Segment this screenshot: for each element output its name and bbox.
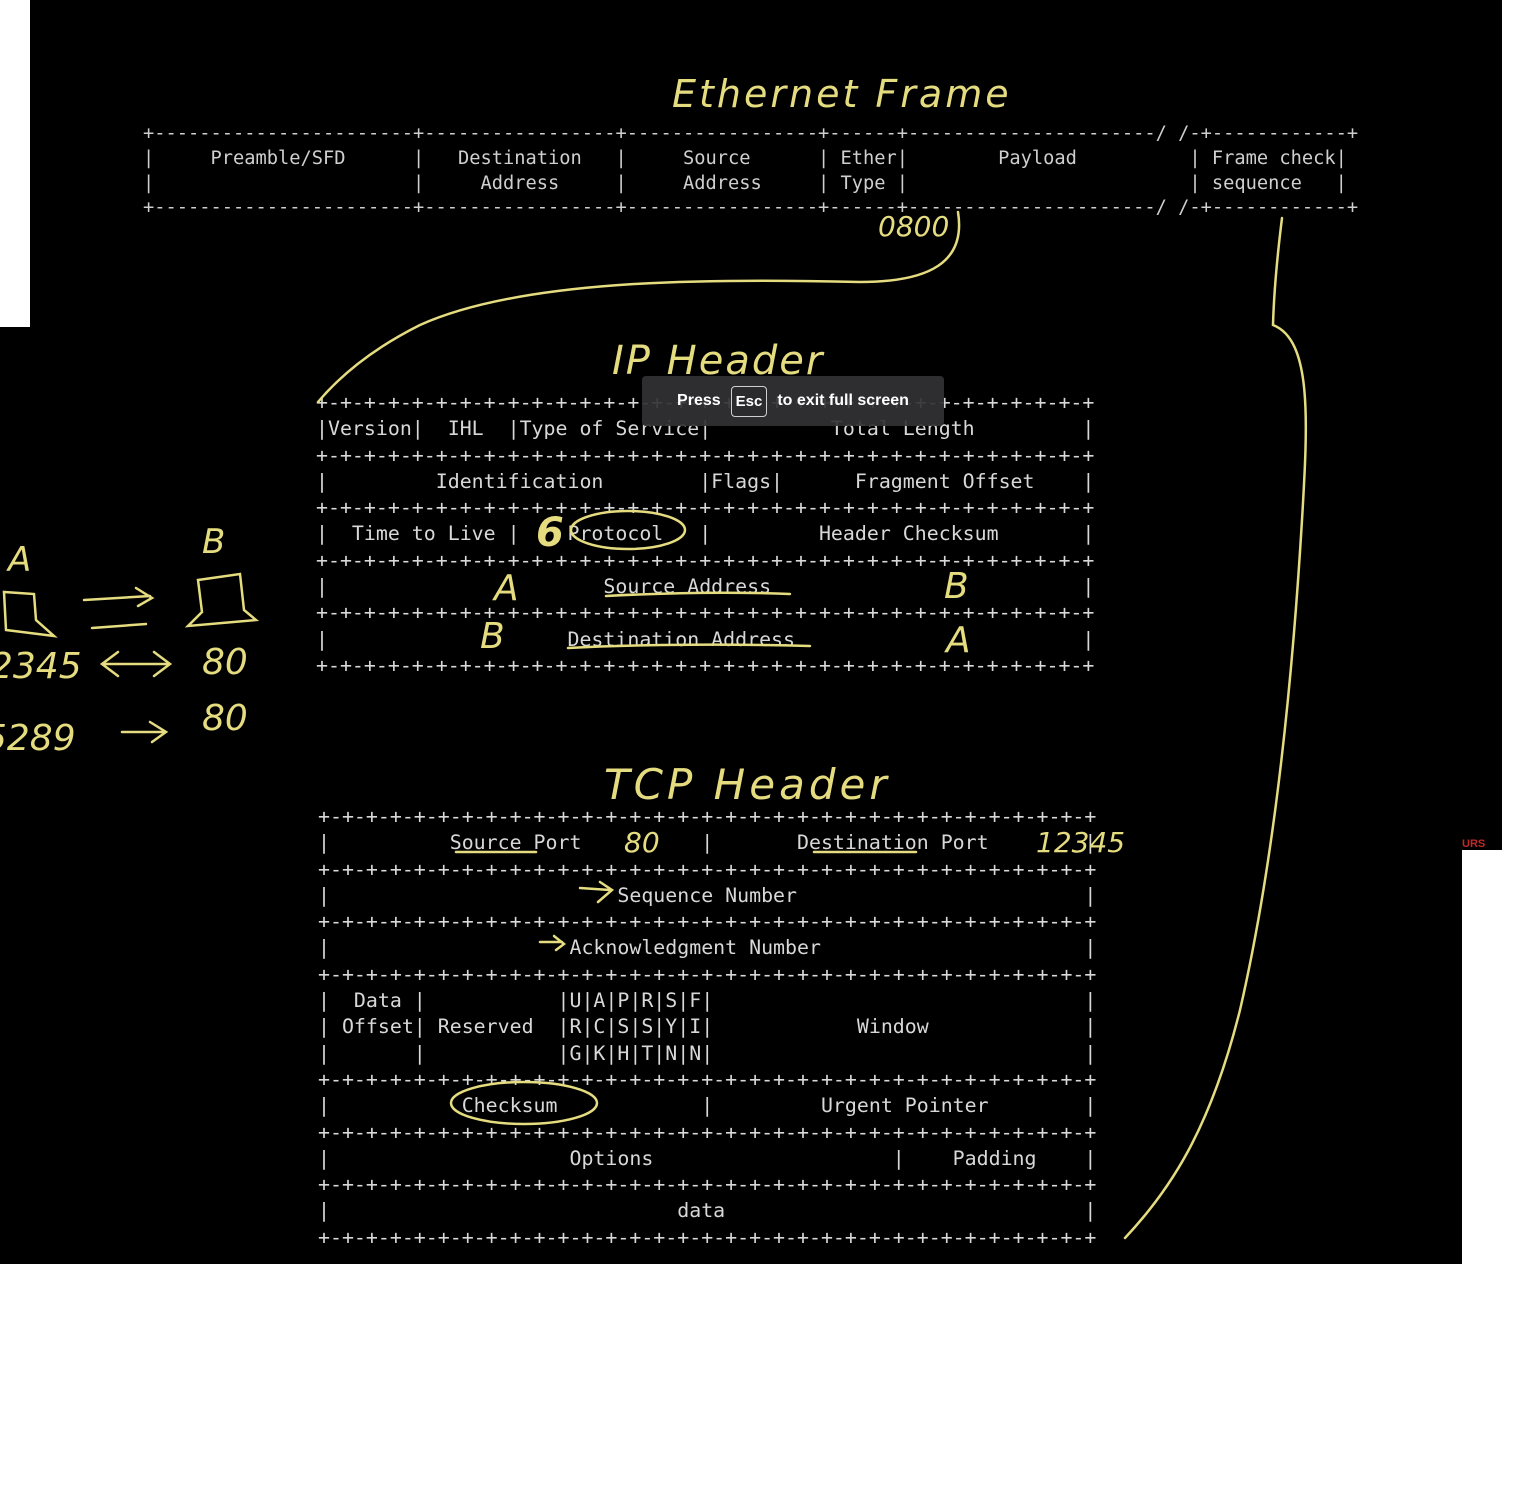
corner-badge: URS xyxy=(1462,838,1486,850)
ethernet-table-row: | Preamble/SFD | Destination | Source | … xyxy=(143,147,1347,169)
protocol-number-annotation: 6 xyxy=(536,510,564,556)
ip-table-row: +-+-+-+-+-+-+-+-+-+-+-+-+-+-+-+-+-+-+-+-… xyxy=(316,443,1095,467)
tcp-table-row: +-+-+-+-+-+-+-+-+-+-+-+-+-+-+-+-+-+-+-+-… xyxy=(318,962,1097,986)
tcp-table-row: +-+-+-+-+-+-+-+-+-+-+-+-+-+-+-+-+-+-+-+-… xyxy=(318,1067,1097,1091)
ip-header-table: +-+-+-+-+-+-+-+-+-+-+-+-+-+-+-+-+-+-+-+-… xyxy=(316,390,1094,679)
toast-suffix-text: to exit full screen xyxy=(777,392,909,409)
ip-table-row: +-+-+-+-+-+-+-+-+-+-+-+-+-+-+-+-+-+-+-+-… xyxy=(316,496,1095,520)
tcp-table-row: +-+-+-+-+-+-+-+-+-+-+-+-+-+-+-+-+-+-+-+-… xyxy=(318,857,1097,881)
tcp-header-table: +-+-+-+-+-+-+-+-+-+-+-+-+-+-+-+-+-+-+-+-… xyxy=(318,804,1096,1251)
ip-source-b-annotation: B xyxy=(944,566,969,607)
tcp-table-row: +-+-+-+-+-+-+-+-+-+-+-+-+-+-+-+-+-+-+-+-… xyxy=(318,910,1097,934)
fullscreen-exit-toast: Press Esc to exit full screen xyxy=(642,376,944,426)
ethernet-frame-title: Ethernet Frame xyxy=(672,72,1012,116)
tcp-table-row: | Sequence Number | xyxy=(318,883,1097,907)
tcp-table-row: | Options | Padding | xyxy=(318,1146,1097,1170)
ip-table-row: | Identification |Flags| Fragment Offset… xyxy=(316,469,1095,493)
tcp-table-row: +-+-+-+-+-+-+-+-+-+-+-+-+-+-+-+-+-+-+-+-… xyxy=(318,1120,1097,1144)
client-port-1: 2345 xyxy=(0,646,82,687)
tcp-table-row: | | |G|K|H|T|N|N| | xyxy=(318,1041,1097,1065)
host-b-label: B xyxy=(202,522,226,562)
ip-destination-b-annotation: B xyxy=(480,616,505,657)
ip-table-row: | Source Address | xyxy=(316,575,1095,599)
ethernet-frame-table: +-----------------------+---------------… xyxy=(143,122,1358,221)
ip-table-row: +-+-+-+-+-+-+-+-+-+-+-+-+-+-+-+-+-+-+-+-… xyxy=(316,548,1095,572)
ip-table-row: +-+-+-+-+-+-+-+-+-+-+-+-+-+-+-+-+-+-+-+-… xyxy=(316,653,1095,677)
ip-table-row: | Destination Address | xyxy=(316,627,1095,651)
server-port-2: 80 xyxy=(202,698,248,739)
tcp-header-title: TCP Header xyxy=(604,760,891,809)
ip-source-a-annotation: A xyxy=(494,568,519,609)
ethertype-annotation: 0800 xyxy=(878,210,950,243)
tcp-table-row: | Data | |U|A|P|R|S|F| | xyxy=(318,989,1097,1013)
ethernet-table-row: +-----------------------+---------------… xyxy=(143,197,1359,219)
esc-key-badge[interactable]: Esc xyxy=(730,385,768,417)
tcp-table-row: | Acknowledgment Number | xyxy=(318,936,1097,960)
ip-table-row: +-+-+-+-+-+-+-+-+-+-+-+-+-+-+-+-+-+-+-+-… xyxy=(316,601,1095,625)
tcp-table-row: | data | xyxy=(318,1199,1097,1223)
client-port-2: 5289 xyxy=(0,718,76,759)
tcp-table-row: +-+-+-+-+-+-+-+-+-+-+-+-+-+-+-+-+-+-+-+-… xyxy=(318,805,1097,828)
tcp-table-row: | Checksum | Urgent Pointer | xyxy=(318,1094,1097,1118)
ip-destination-a-annotation: A xyxy=(946,620,971,661)
ip-table-row: | Time to Live | Protocol | Header Check… xyxy=(316,522,1095,546)
toast-press-text: Press xyxy=(677,392,721,409)
ethernet-table-row: +-----------------------+---------------… xyxy=(143,123,1359,144)
tcp-table-row: | Source Port | Destination Port | xyxy=(318,831,1097,855)
ethernet-table-row: | | Address | Address | Type | | sequenc… xyxy=(143,172,1347,194)
tcp-destination-port-annotation: 12345 xyxy=(1036,826,1126,859)
tcp-table-row: +-+-+-+-+-+-+-+-+-+-+-+-+-+-+-+-+-+-+-+-… xyxy=(318,1173,1097,1197)
host-a-label: A xyxy=(8,540,32,580)
tcp-table-row: +-+-+-+-+-+-+-+-+-+-+-+-+-+-+-+-+-+-+-+-… xyxy=(318,1225,1097,1249)
tcp-table-row: | Offset| Reserved |R|C|S|S|Y|I| Window … xyxy=(318,1015,1097,1039)
server-port-1: 80 xyxy=(202,642,248,683)
tcp-source-port-annotation: 80 xyxy=(624,826,660,859)
